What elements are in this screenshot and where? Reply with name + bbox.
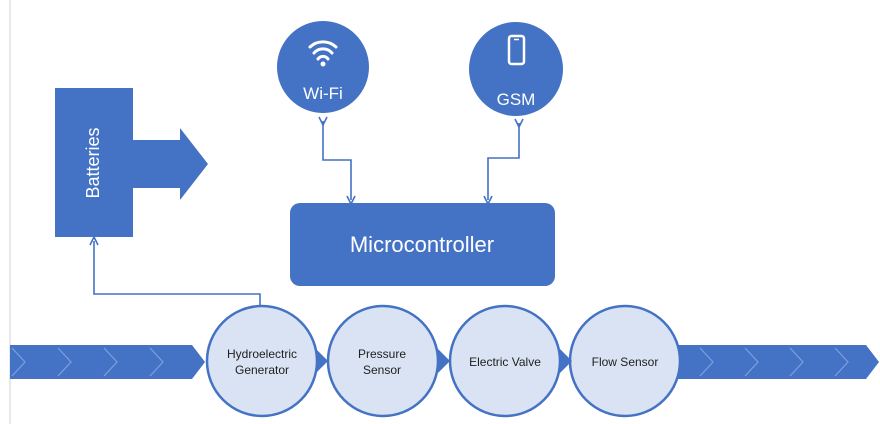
batteries-box: [55, 88, 133, 237]
stage-label: Flow Sensor: [592, 355, 659, 369]
gsm-circle: [469, 22, 563, 116]
wifi-label: Wi-Fi: [303, 84, 343, 103]
stage-circle: [326, 304, 440, 418]
stage-hydroelectric-generator: Hydroelectric Generator: [205, 304, 328, 418]
connectors: [94, 121, 519, 306]
pipeline-band-right: [678, 345, 879, 379]
stage-label: Sensor: [363, 363, 401, 377]
pipeline-stages: Flow Sensor Electric Valve Pressure Sens…: [205, 304, 688, 418]
band-chevron: [834, 347, 849, 377]
generator-batteries-connector: [94, 241, 261, 306]
microcontroller-node: Microcontroller: [290, 203, 555, 286]
stage-label: Hydroelectric: [227, 347, 297, 361]
pipeline-band: [10, 345, 879, 379]
smartphone-icon: [507, 34, 526, 66]
stage-circle: [205, 304, 319, 418]
stage-label: Generator: [235, 363, 289, 377]
band-chevron: [149, 347, 164, 377]
batteries-node: Batteries: [55, 88, 208, 237]
pipeline-band-left: [10, 345, 205, 379]
wifi-circle: [277, 21, 369, 113]
stage-flow-sensor: Flow Sensor: [568, 304, 688, 418]
batteries-output-arrow: [133, 128, 208, 200]
band-chevron: [744, 347, 759, 377]
band-chevron: [11, 347, 26, 377]
gsm-node: GSM: [469, 22, 563, 116]
band-chevron: [699, 347, 714, 377]
stage-label: Pressure: [358, 347, 406, 361]
gsm-microcontroller-connector: [488, 123, 519, 200]
stage-pressure-sensor: Pressure Sensor: [326, 304, 450, 418]
wifi-icon: [308, 40, 338, 67]
stage-electric-valve: Electric Valve: [448, 304, 572, 418]
microcontroller-label: Microcontroller: [350, 232, 494, 257]
band-chevron: [57, 347, 72, 377]
batteries-label: Batteries: [83, 127, 103, 198]
band-chevron: [103, 347, 118, 377]
gsm-label: GSM: [497, 90, 536, 109]
wifi-node: Wi-Fi: [277, 21, 369, 113]
wifi-microcontroller-connector: [323, 121, 351, 200]
stage-label: Electric Valve: [469, 355, 541, 369]
band-chevron: [789, 347, 804, 377]
microcontroller-box: [290, 203, 555, 286]
